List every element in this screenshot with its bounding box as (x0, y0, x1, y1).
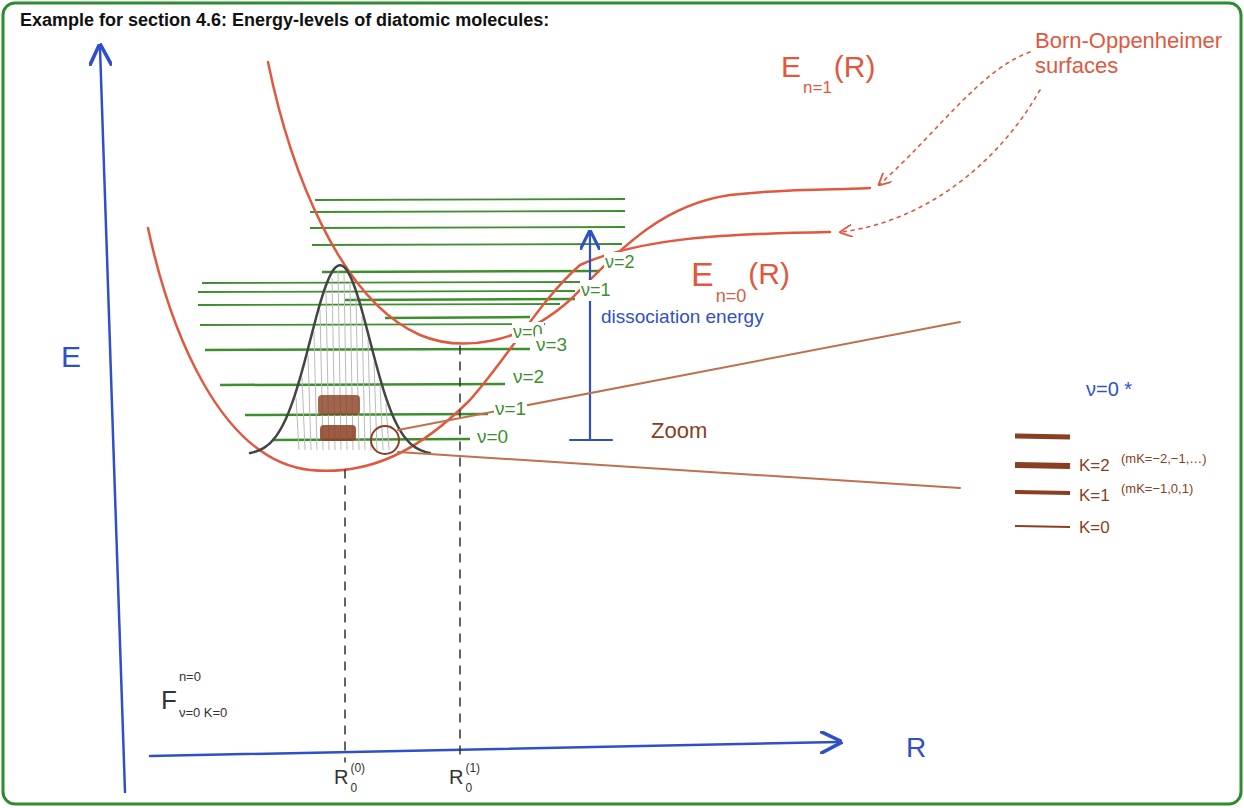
hatch-line (308, 355, 311, 450)
curve-label: (R) (833, 50, 877, 85)
vibrational-level (312, 244, 622, 245)
example-frame (3, 3, 1241, 804)
vibrational-level (315, 199, 625, 200)
rotation-note: (mK=−2,−1,…) (1120, 452, 1208, 467)
vibrational-level (310, 211, 625, 212)
equilibrium-subscript: 0 (464, 782, 473, 796)
rotational-level (1015, 492, 1070, 493)
hatch-line (338, 271, 341, 450)
equilibrium-superscript: (1) (464, 762, 481, 776)
axis-label: R (905, 732, 927, 764)
level-label: ν=2 (512, 366, 545, 388)
rotational-level (1015, 465, 1070, 466)
vibrational-level (245, 414, 488, 415)
equilibrium-line (459, 346, 461, 762)
curve-label: (R) (747, 257, 791, 292)
vibrational-level (202, 282, 590, 283)
rotation-note: (mK=−1,0,1) (1120, 482, 1194, 497)
wavefunction-label: F (160, 686, 178, 716)
upper-vibrational-levels (310, 199, 625, 318)
zoom-circle (371, 426, 399, 454)
wavefunction-curve (250, 265, 430, 453)
vibrational-level (322, 271, 600, 272)
axis-label: E (60, 340, 82, 375)
hatch-line (296, 398, 299, 450)
vibrational-level (198, 291, 575, 292)
pointer-line (842, 90, 1040, 232)
equilibrium-superscript: (0) (349, 762, 366, 776)
hatch-line (362, 317, 365, 450)
zoom-line (398, 322, 960, 430)
ground-state-curve (148, 228, 830, 471)
rotational-levels (1015, 436, 1070, 527)
hatch-line (350, 281, 353, 450)
energy-axis (100, 48, 125, 792)
hatch-line (332, 278, 335, 450)
hatch-line (314, 331, 317, 450)
energy-note: dissociation energy (600, 306, 765, 328)
wavefunction-subscript: ν=0 K=0 (178, 706, 228, 721)
wavefunction-superscript: n=0 (178, 670, 202, 685)
surface-note: Born-Oppenheimer surfaces (1034, 28, 1231, 79)
vibrational-level (205, 349, 530, 350)
rotational-band (320, 425, 356, 441)
hatch-line (344, 273, 347, 450)
rotation-label: K=1 (1078, 486, 1111, 506)
hatch-line (374, 362, 377, 450)
rotation-label: K=0 (1078, 518, 1111, 538)
level-label: ν=1 (580, 280, 612, 301)
hatch-line (302, 377, 305, 450)
pointer-line (880, 52, 1030, 184)
equilibrium-line (344, 470, 346, 762)
equilibrium-subscript: 0 (349, 782, 358, 796)
level-label: ν=2 (604, 252, 636, 273)
rotation-label: K=2 (1078, 456, 1111, 476)
vibrational-level (198, 304, 560, 305)
dissociation-arrow (589, 234, 591, 440)
equilibrium-label: R (448, 766, 464, 789)
level-label: ν=0 (476, 426, 509, 448)
dissociation-tick (570, 439, 612, 441)
rotational-level (1015, 526, 1070, 527)
vibrational-level (220, 384, 505, 385)
curve-subscript: n=1 (802, 78, 833, 98)
level-label: ν=3 (535, 334, 568, 356)
vibrational-level (200, 324, 545, 325)
distance-axis (150, 742, 838, 756)
zoom-line (398, 452, 960, 488)
example-title: Example for section 4.6: Energy-levels o… (20, 10, 549, 31)
curve-label: E (690, 255, 715, 294)
hatch-line (356, 297, 359, 450)
equilibrium-label: R (333, 766, 349, 789)
rotational-level (1015, 436, 1070, 437)
vibrational-level (385, 317, 530, 318)
vibrational-level (345, 299, 575, 300)
curve-label: E (780, 50, 802, 85)
rotational-band (318, 395, 360, 415)
level-label: ν=1 (494, 398, 527, 420)
hatch-line (368, 339, 371, 450)
curve-subscript: n=0 (715, 286, 748, 307)
vibrational-level (310, 227, 625, 228)
hatch-line (380, 384, 383, 450)
zoom-label: Zoom (650, 418, 708, 443)
zoom-title: ν=0 * (1085, 378, 1133, 401)
